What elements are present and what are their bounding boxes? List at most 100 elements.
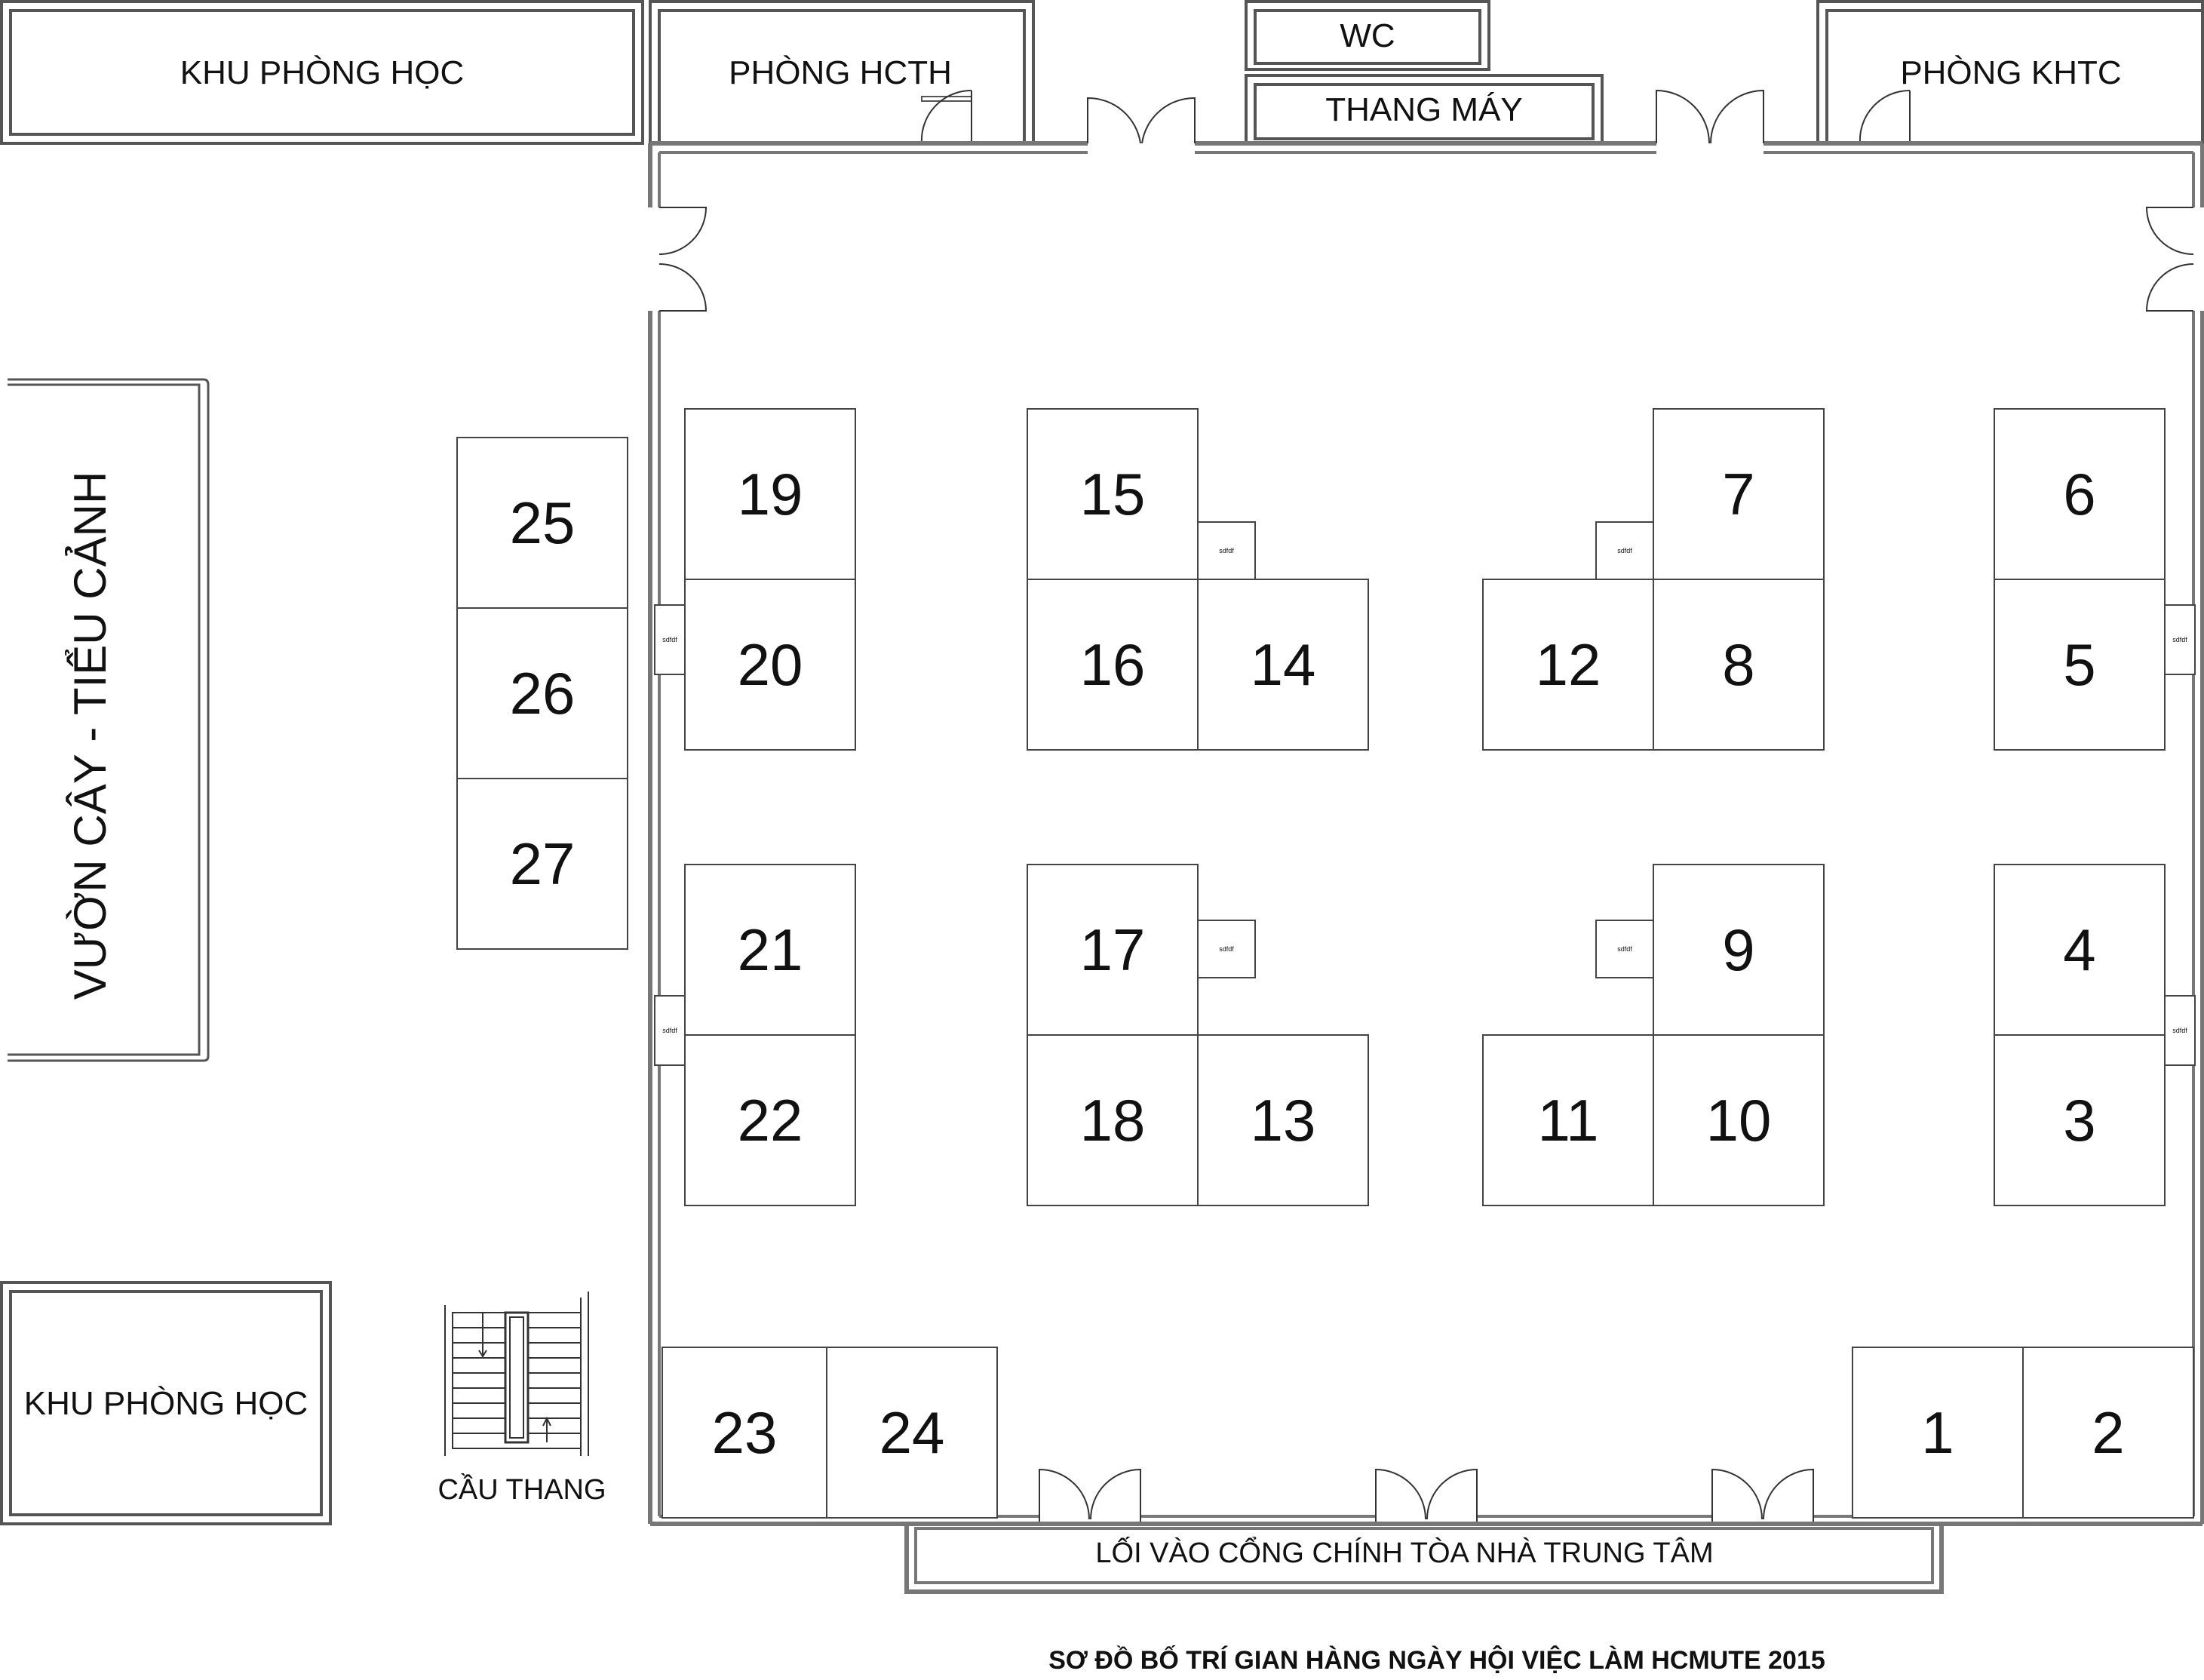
booth-number: 20: [738, 631, 803, 698]
booth-23[interactable]: 23: [662, 1347, 827, 1519]
booth-9[interactable]: 9: [1653, 864, 1825, 1036]
booth-number: 8: [1722, 631, 1754, 698]
booth-number: 18: [1080, 1087, 1146, 1153]
small-box-outline: [1595, 920, 1654, 978]
booth-25[interactable]: 25: [456, 437, 628, 609]
small-box: sdfdf: [2164, 995, 2196, 1066]
room-label: PHÒNG HCTH: [729, 54, 952, 91]
booth-outline: [1653, 408, 1825, 580]
booth-number: 9: [1722, 917, 1754, 983]
room-khu-phong-hoc-top: KHU PHÒNG HỌC: [0, 0, 644, 145]
booth-15[interactable]: 15: [1027, 408, 1199, 580]
small-box-label: sdfdf: [1219, 547, 1234, 554]
booth-number: 5: [2063, 631, 2095, 698]
booth-11[interactable]: 11: [1482, 1034, 1654, 1206]
booth-outline: [1027, 408, 1199, 580]
door-icon[interactable]: [1656, 89, 1764, 144]
booth-21[interactable]: 21: [684, 864, 856, 1036]
garden-area: VƯỜN CÂY - TIỂU CẢNH: [8, 378, 210, 1062]
door-icon[interactable]: [1375, 1468, 1478, 1524]
booth-17[interactable]: 17: [1027, 864, 1199, 1036]
booth-5[interactable]: 5: [1994, 579, 2166, 751]
room-label: KHU PHÒNG HỌC: [24, 1385, 308, 1422]
booth-outline: [1482, 579, 1654, 751]
door-icon[interactable]: [1087, 97, 1196, 144]
stairs-icon: CẦU THANG: [437, 1291, 606, 1506]
entrance-label: LỐI VÀO CỔNG CHÍNH TÒA NHÀ TRUNG TÂM: [1095, 1535, 1713, 1569]
garden-label: VƯỜN CÂY - TIỂU CẢNH: [65, 471, 115, 1000]
booth-outline: [456, 437, 628, 609]
booth-outline: [1994, 864, 2166, 1036]
room-label: PHÒNG KHTC: [1900, 54, 2121, 91]
booth-number: 4: [2063, 917, 2095, 983]
door-icon[interactable]: [1711, 1468, 1814, 1524]
stairs-label: CẦU THANG: [437, 1473, 606, 1506]
booth-6[interactable]: 6: [1994, 408, 2166, 580]
booth-7[interactable]: 7: [1653, 408, 1825, 580]
booth-outline: [684, 579, 856, 751]
booth-number: 6: [2063, 461, 2095, 527]
small-box-label: sdfdf: [1617, 945, 1632, 953]
booth-number: 16: [1080, 631, 1146, 698]
small-box-outline: [654, 604, 686, 675]
booth-14[interactable]: 14: [1197, 579, 1369, 751]
room-label: THANG MÁY: [1325, 91, 1523, 128]
small-box-label: sdfdf: [662, 1027, 677, 1034]
door-icon[interactable]: [1039, 1468, 1141, 1524]
room-thang-may: THANG MÁY: [1245, 74, 1604, 145]
booth-outline: [1197, 1034, 1369, 1206]
door-icon[interactable]: [658, 207, 708, 312]
booth-outline: [1027, 1034, 1199, 1206]
booth-number: 23: [712, 1399, 778, 1466]
booth-outline: [456, 607, 628, 779]
door-icon[interactable]: [2145, 207, 2194, 312]
door-icon[interactable]: [1859, 89, 1911, 144]
booth-number: 11: [1538, 1087, 1599, 1153]
small-box-label: sdfdf: [1219, 945, 1234, 953]
booth-24[interactable]: 24: [826, 1347, 998, 1519]
small-box: sdfdf: [1595, 920, 1654, 978]
booth-8[interactable]: 8: [1653, 579, 1825, 751]
booth-number: 24: [879, 1399, 945, 1466]
booth-number: 14: [1251, 631, 1316, 698]
booth-outline: [1027, 864, 1199, 1036]
plan-caption: SƠ ĐỒ BỐ TRÍ GIAN HÀNG NGÀY HỘI VIỆC LÀM…: [1048, 1645, 1825, 1675]
booth-12[interactable]: 12: [1482, 579, 1654, 751]
booth-number: 15: [1080, 461, 1146, 527]
booth-3[interactable]: 3: [1994, 1034, 2166, 1206]
booth-outline: [1027, 579, 1199, 751]
booth-outline: [1482, 1034, 1654, 1206]
door-icon[interactable]: [920, 89, 972, 144]
booth-number: 13: [1251, 1087, 1316, 1153]
small-box: sdfdf: [654, 604, 686, 675]
booth-20[interactable]: 20: [684, 579, 856, 751]
small-box-outline: [2164, 604, 2196, 675]
booth-10[interactable]: 10: [1653, 1034, 1825, 1206]
booth-outline: [1994, 408, 2166, 580]
booth-number: 26: [510, 660, 576, 726]
small-box-outline: [654, 995, 686, 1066]
booth-1[interactable]: 1: [1852, 1347, 2024, 1519]
booth-13[interactable]: 13: [1197, 1034, 1369, 1206]
small-box: sdfdf: [654, 995, 686, 1066]
booth-4[interactable]: 4: [1994, 864, 2166, 1036]
booth-27[interactable]: 27: [456, 778, 628, 950]
booth-outline: [662, 1347, 827, 1519]
booth-2[interactable]: 2: [2022, 1347, 2194, 1519]
booth-19[interactable]: 19: [684, 408, 856, 580]
booth-number: 2: [2092, 1399, 2124, 1466]
booth-22[interactable]: 22: [684, 1034, 856, 1206]
booth-26[interactable]: 26: [456, 607, 628, 779]
booth-number: 22: [738, 1087, 803, 1153]
booth-16[interactable]: 16: [1027, 579, 1199, 751]
room-label: KHU PHÒNG HỌC: [180, 54, 464, 91]
small-box-outline: [1197, 920, 1256, 978]
booth-outline: [1653, 864, 1825, 1036]
booth-18[interactable]: 18: [1027, 1034, 1199, 1206]
entrance-area: LỐI VÀO CỔNG CHÍNH TÒA NHÀ TRUNG TÂM: [904, 1522, 1944, 1594]
booth-number: 21: [738, 917, 803, 983]
booth-outline: [1994, 1034, 2166, 1206]
booth-outline: [684, 864, 856, 1036]
